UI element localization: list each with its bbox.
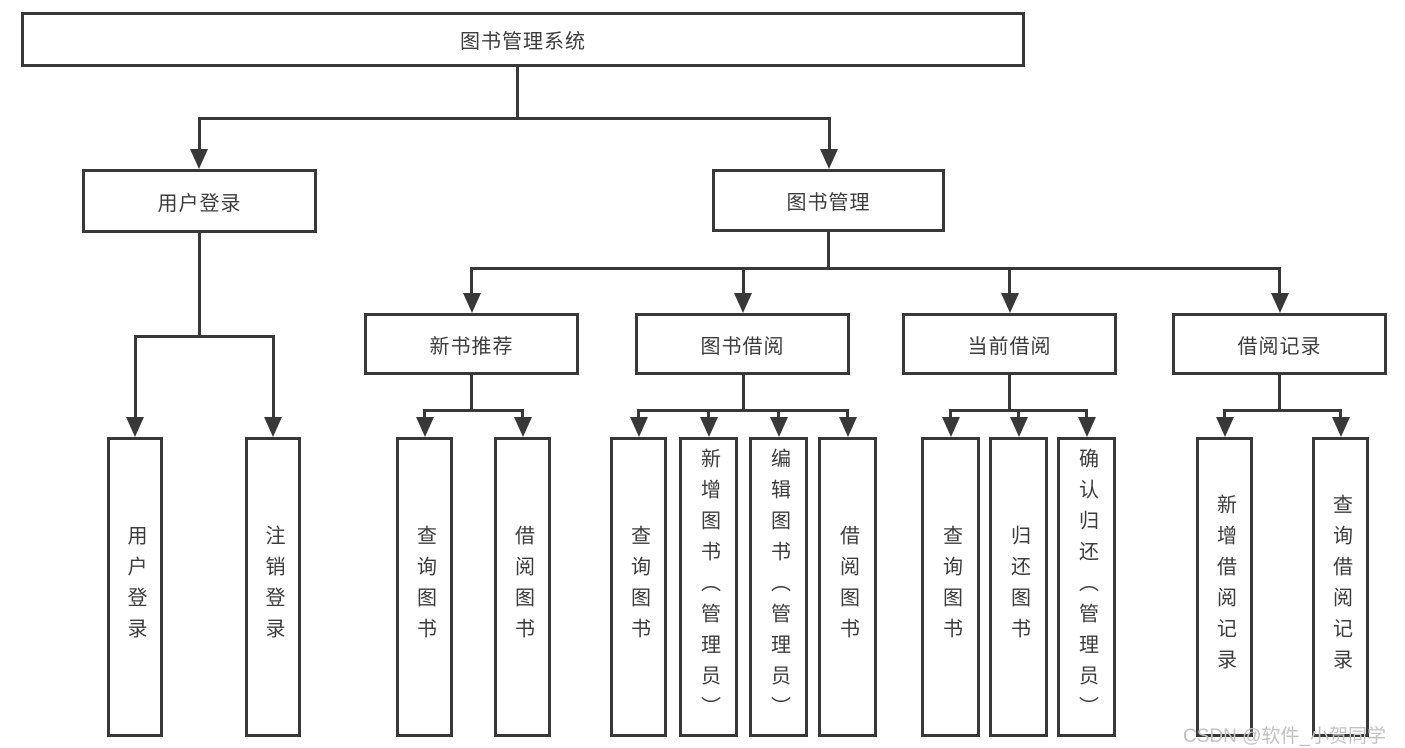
leaf-nb-borrow-books: 借阅图书 xyxy=(494,437,551,737)
leaf-user-login-label: 用户登录 xyxy=(124,525,146,649)
arrowhead-bb-query xyxy=(629,417,648,437)
arrowhead-cb-return xyxy=(1009,417,1028,437)
connector-stem-borrow-records xyxy=(1278,267,1281,295)
arrowhead-cb-confirm xyxy=(1077,417,1096,437)
leaf-br-query-record-label: 查询借阅记录 xyxy=(1329,494,1352,680)
leaf-nb-query-books: 查询图书 xyxy=(396,437,453,737)
leaf-bb-query-books: 查询图书 xyxy=(610,437,667,737)
leaf-bb-edit-books-admin-label: 编辑图书（管理员） xyxy=(767,447,790,727)
connector-login-drop xyxy=(197,231,201,338)
leaf-logout-label: 注销登录 xyxy=(262,525,284,649)
leaf-bb-borrow-books-label: 借阅图书 xyxy=(836,525,859,649)
arrowhead-bb-borrow xyxy=(838,417,857,437)
leaf-bb-add-books-admin: 新增图书（管理员） xyxy=(679,437,738,737)
leaf-nb-query-books-label: 查询图书 xyxy=(413,525,436,649)
node-new-book-rec: 新书推荐 xyxy=(364,313,579,375)
connector-root-bar xyxy=(197,117,831,120)
arrowhead-br-query xyxy=(1331,417,1350,437)
connector-bb-bar xyxy=(637,409,849,412)
connector-stem-bb-edit xyxy=(777,409,780,420)
connector-stem-leaf-login xyxy=(133,335,137,419)
connector-mgmt-bar xyxy=(470,267,1281,270)
connector-stem-leaf-logout xyxy=(271,335,275,419)
connector-nb-drop xyxy=(470,373,473,412)
connector-root-drop xyxy=(515,64,519,119)
arrowhead-leaf-login xyxy=(126,417,144,437)
leaf-logout: 注销登录 xyxy=(245,437,301,737)
connector-stem-br-add xyxy=(1223,409,1226,420)
leaf-cb-confirm-return-admin: 确认归还（管理员） xyxy=(1057,437,1116,737)
connector-stem-bb-borrow xyxy=(846,409,849,420)
node-user-login: 用户登录 xyxy=(82,169,317,233)
connector-nb-bar xyxy=(423,409,524,412)
leaf-user-login: 用户登录 xyxy=(107,437,163,737)
node-borrow-records-label: 借阅记录 xyxy=(1237,335,1322,358)
connector-stem-current-borrow xyxy=(1008,267,1011,295)
connector-bb-drop xyxy=(741,373,745,412)
arrowhead-bb-add xyxy=(699,417,718,437)
leaf-cb-query-books-label: 查询图书 xyxy=(939,525,962,649)
connector-stem-bb-add xyxy=(707,409,710,420)
node-book-borrow-label: 图书借阅 xyxy=(700,335,785,358)
node-new-book-rec-label: 新书推荐 xyxy=(429,335,514,358)
arrowhead-bb-edit xyxy=(769,417,788,437)
connector-cb-drop xyxy=(1008,373,1011,412)
connector-stem-book-borrow xyxy=(741,267,745,295)
leaf-br-add-record-label: 新增借阅记录 xyxy=(1213,494,1236,680)
connector-stem-bb-query xyxy=(637,409,640,420)
arrowhead-cb-query xyxy=(941,417,960,437)
leaf-nb-borrow-books-label: 借阅图书 xyxy=(511,525,534,649)
connector-stem-nb-query xyxy=(423,409,426,420)
leaf-br-add-record: 新增借阅记录 xyxy=(1196,437,1253,737)
arrowhead-borrow-records xyxy=(1270,293,1289,313)
watermark: CSDN @软件_小贺同学 xyxy=(1183,726,1386,747)
arrowhead-nb-query xyxy=(415,417,434,437)
leaf-cb-confirm-return-admin-label: 确认归还（管理员） xyxy=(1075,447,1098,727)
node-book-mgmt: 图书管理 xyxy=(712,169,945,232)
arrowhead-current-borrow xyxy=(1000,293,1019,313)
connector-stem-cb-query xyxy=(949,409,952,420)
leaf-cb-return-books: 归还图书 xyxy=(989,437,1048,737)
connector-stem-new-book xyxy=(470,267,473,295)
arrowhead-book-borrow xyxy=(734,293,752,313)
arrowhead-nb-borrow xyxy=(513,417,532,437)
arrowhead-book-mgmt xyxy=(820,149,838,169)
connector-stem-book-mgmt xyxy=(827,117,831,151)
node-book-mgmt-label: 图书管理 xyxy=(786,192,871,214)
connector-br-bar xyxy=(1223,409,1342,412)
node-current-borrow: 当前借阅 xyxy=(902,313,1117,375)
leaf-cb-return-books-label: 归还图书 xyxy=(1007,525,1030,649)
leaf-bb-borrow-books: 借阅图书 xyxy=(818,437,877,737)
arrowhead-new-book xyxy=(462,293,481,313)
leaf-bb-add-books-admin-label: 新增图书（管理员） xyxy=(697,447,720,727)
connector-stem-cb-return xyxy=(1017,409,1020,420)
connector-stem-nb-borrow xyxy=(521,409,524,420)
arrowhead-leaf-logout xyxy=(264,417,282,437)
connector-br-drop xyxy=(1278,373,1281,412)
node-borrow-records: 借阅记录 xyxy=(1172,313,1387,375)
arrowhead-br-add xyxy=(1215,417,1234,437)
connector-mgmt-drop xyxy=(827,230,830,270)
connector-stem-cb-confirm xyxy=(1085,409,1088,420)
leaf-bb-edit-books-admin: 编辑图书（管理员） xyxy=(749,437,808,737)
connector-stem-br-query xyxy=(1339,409,1342,420)
node-root: 图书管理系统 xyxy=(21,12,1025,67)
leaf-bb-query-books-label: 查询图书 xyxy=(627,525,650,649)
node-user-login-label: 用户登录 xyxy=(157,192,242,215)
connector-stem-user-login xyxy=(197,117,201,151)
connector-login-bar xyxy=(133,335,275,338)
node-root-label: 图书管理系统 xyxy=(460,31,586,53)
leaf-cb-query-books: 查询图书 xyxy=(921,437,980,737)
node-current-borrow-label: 当前借阅 xyxy=(967,335,1052,358)
leaf-br-query-record: 查询借阅记录 xyxy=(1312,437,1369,737)
node-book-borrow: 图书借阅 xyxy=(635,313,850,375)
arrowhead-user-login xyxy=(190,149,208,169)
